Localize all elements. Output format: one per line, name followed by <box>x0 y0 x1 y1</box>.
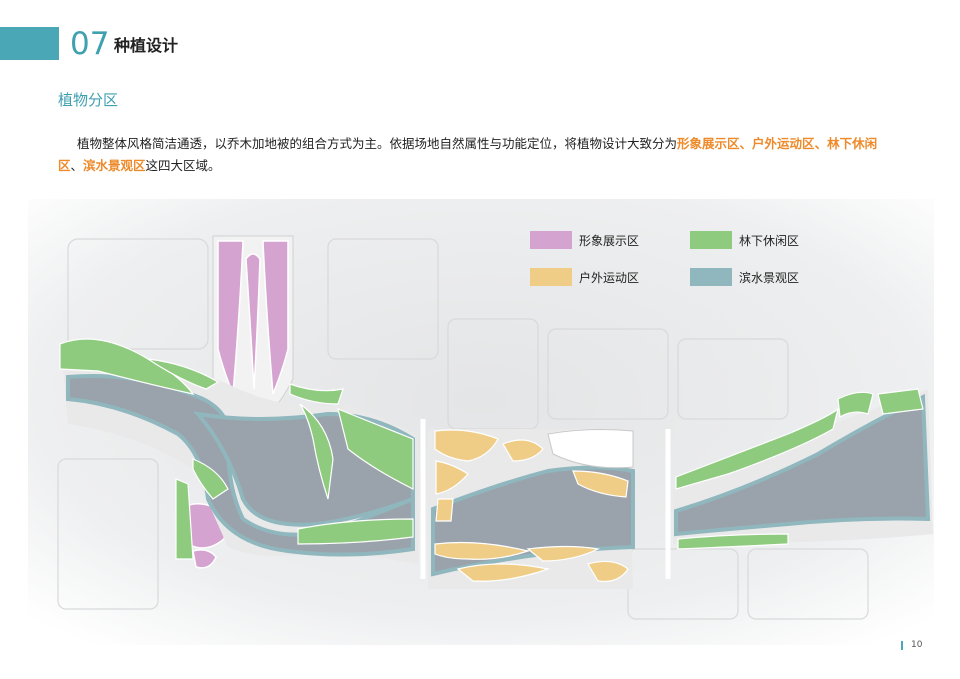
legend-item-understory-leisure: 林下休闲区 <box>690 231 799 249</box>
legend-item-outdoor-sports: 户外运动区 <box>530 268 639 286</box>
separator: 、 <box>814 136 828 151</box>
page-number: 10 <box>911 640 923 650</box>
chapter-title: 种植设计 <box>114 36 179 55</box>
chapter-number: 07 <box>70 26 110 62</box>
intro-text: 植物整体风格简洁通透，以乔木加地被的组合方式为主。依据场地自然属性与功能定位，将… <box>77 136 678 151</box>
zone-name-waterfront: 滨水景观区 <box>83 158 146 173</box>
planting-zone-map: 形象展示区 林下休闲区 户外运动区 滨水景观区 <box>28 199 934 645</box>
zone-understory-leisure <box>59 338 924 560</box>
header-accent-bar <box>0 27 59 60</box>
zone-name-image: 形象展示区 <box>677 136 740 151</box>
roads <box>420 419 671 579</box>
legend-swatch <box>530 231 572 249</box>
court-outline <box>547 429 634 469</box>
zone-name-leisure: 林下休闲区 <box>58 136 878 173</box>
legend-item-waterfront: 滨水景观区 <box>690 268 799 286</box>
legend-label: 滨水景观区 <box>739 270 799 285</box>
legend-swatch <box>690 231 732 249</box>
separator: 、 <box>739 136 753 151</box>
section-title: 植物分区 <box>58 91 119 109</box>
legend-label: 林下休闲区 <box>739 234 799 248</box>
legend-swatch <box>530 268 572 286</box>
legend-swatch <box>690 268 732 286</box>
map-legend: 形象展示区 林下休闲区 户外运动区 滨水景观区 <box>530 231 799 286</box>
intro-text-end: 这四大区域。 <box>145 158 221 173</box>
legend-label: 形象展示区 <box>579 234 639 248</box>
legend-label: 户外运动区 <box>579 270 639 285</box>
intro-paragraph: 植物整体风格简洁通透，以乔木加地被的组合方式为主。依据场地自然属性与功能定位，将… <box>58 133 898 177</box>
separator: 、 <box>70 158 84 173</box>
zone-name-sports: 户外运动区 <box>752 136 815 151</box>
page-number-marker <box>901 641 903 650</box>
legend-item-image-display: 形象展示区 <box>530 231 639 249</box>
